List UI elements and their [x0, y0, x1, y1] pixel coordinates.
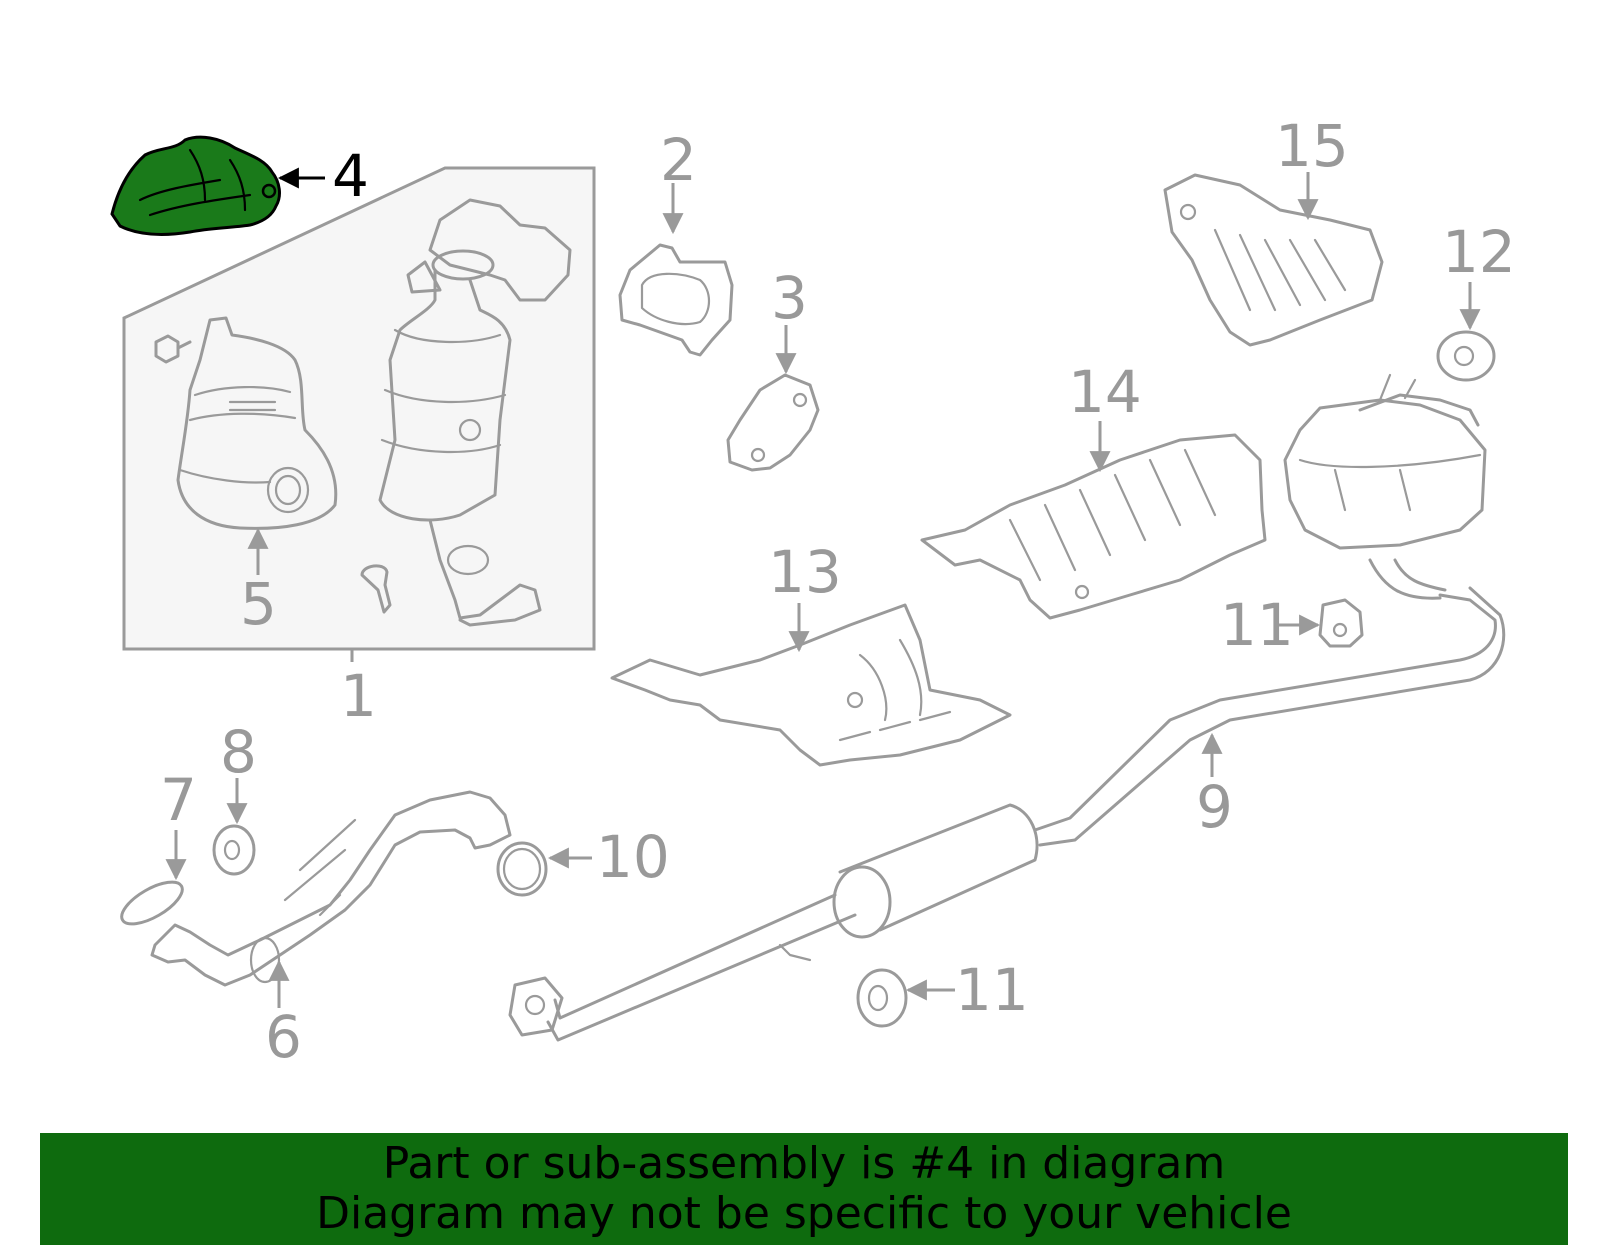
- part-11-hanger-lower[interactable]: [856, 968, 908, 1028]
- callout-11-lower: 11: [955, 956, 1029, 1024]
- part-14-heat-shield[interactable]: [920, 433, 1267, 620]
- part-15-heat-shield[interactable]: [1163, 173, 1384, 347]
- part-11-hanger-upper[interactable]: [1318, 598, 1364, 648]
- callout-4: 4: [332, 142, 369, 210]
- part-6-front-pipe[interactable]: [150, 790, 512, 987]
- callout-11-upper: 11: [1220, 591, 1294, 659]
- part-5-heat-shield[interactable]: [154, 316, 338, 530]
- callout-8: 8: [220, 718, 257, 786]
- part-4-heat-shield[interactable]: [110, 135, 281, 236]
- banner-line-1: Part or sub-assembly is #4 in diagram: [382, 1138, 1226, 1189]
- part-1-catalytic-converter[interactable]: [360, 198, 572, 627]
- callout-1: 1: [340, 662, 377, 730]
- assembly-1-box: [122, 166, 596, 662]
- callout-5: 5: [240, 570, 277, 638]
- part-13-heat-shield[interactable]: [610, 603, 1012, 767]
- leader-arrows: [165, 167, 1481, 1008]
- callout-14: 14: [1068, 358, 1142, 426]
- callout-7: 7: [160, 766, 197, 834]
- part-2-gasket[interactable]: [618, 243, 734, 357]
- callout-9: 9: [1196, 773, 1233, 841]
- callout-6: 6: [265, 1003, 302, 1071]
- callout-10: 10: [596, 823, 670, 891]
- part-7-gasket[interactable]: [116, 874, 189, 932]
- info-banner: Part or sub-assembly is #4 in diagram Di…: [40, 1133, 1568, 1245]
- callout-3: 3: [771, 264, 808, 332]
- callout-12: 12: [1442, 218, 1516, 286]
- part-9-exhaust-pipe-muffler[interactable]: [508, 373, 1506, 1042]
- banner-line-2: Diagram may not be specific to your vehi…: [316, 1188, 1292, 1239]
- callout-15: 15: [1275, 112, 1349, 180]
- part-12-rubber-mount[interactable]: [1436, 330, 1496, 382]
- callout-13: 13: [768, 538, 842, 606]
- part-8-hanger[interactable]: [212, 824, 256, 876]
- callout-2: 2: [660, 126, 697, 194]
- part-10-gasket[interactable]: [496, 841, 548, 897]
- part-3-bracket[interactable]: [726, 373, 820, 472]
